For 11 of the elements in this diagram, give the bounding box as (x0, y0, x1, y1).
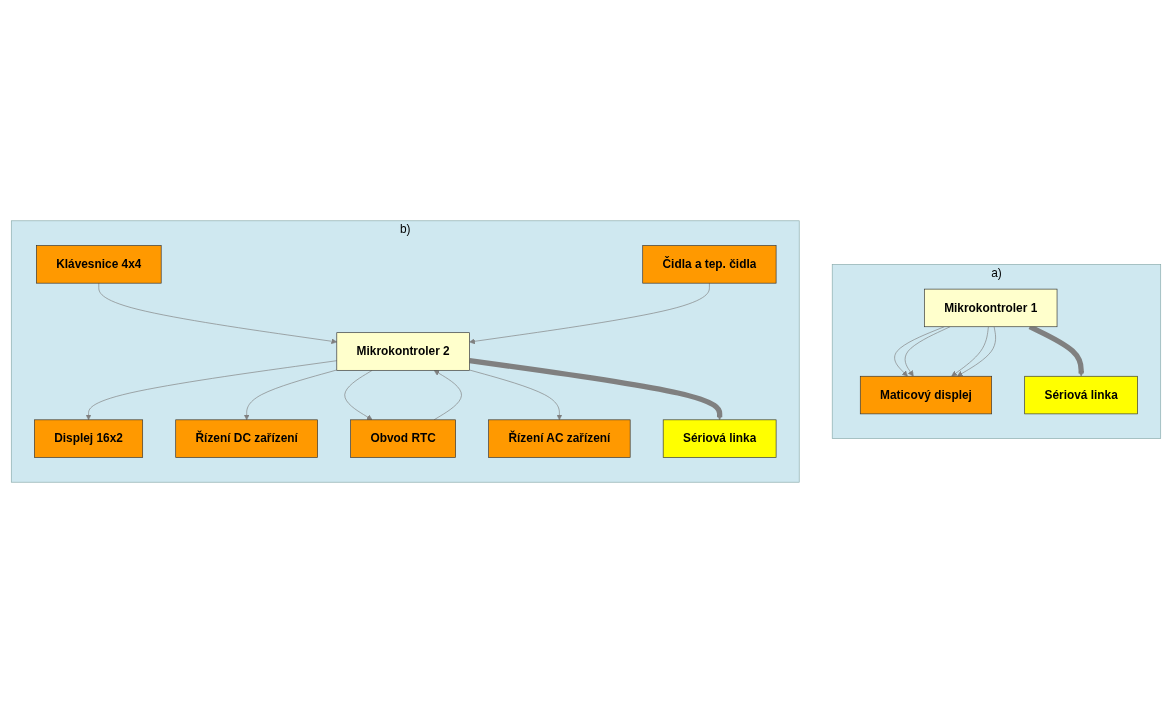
node-box: Mikrokontroler 1 (923, 288, 1057, 327)
node-box: Čidla a tep. čidla (641, 244, 776, 283)
node-box: Sériová linka (662, 419, 776, 458)
node-box: Sériová linka (1023, 375, 1138, 414)
node-box: Klávesnice 4x4 (35, 244, 161, 283)
node-box: Řízení AC zařízení (487, 419, 630, 458)
node-box: Obvod RTC (349, 419, 456, 458)
node-box: Maticový displej (859, 375, 992, 414)
node-box: Řízení DC zařízení (174, 419, 318, 458)
node-box: Mikrokontroler 2 (335, 331, 470, 371)
node-box: Displej 16x2 (33, 419, 143, 458)
